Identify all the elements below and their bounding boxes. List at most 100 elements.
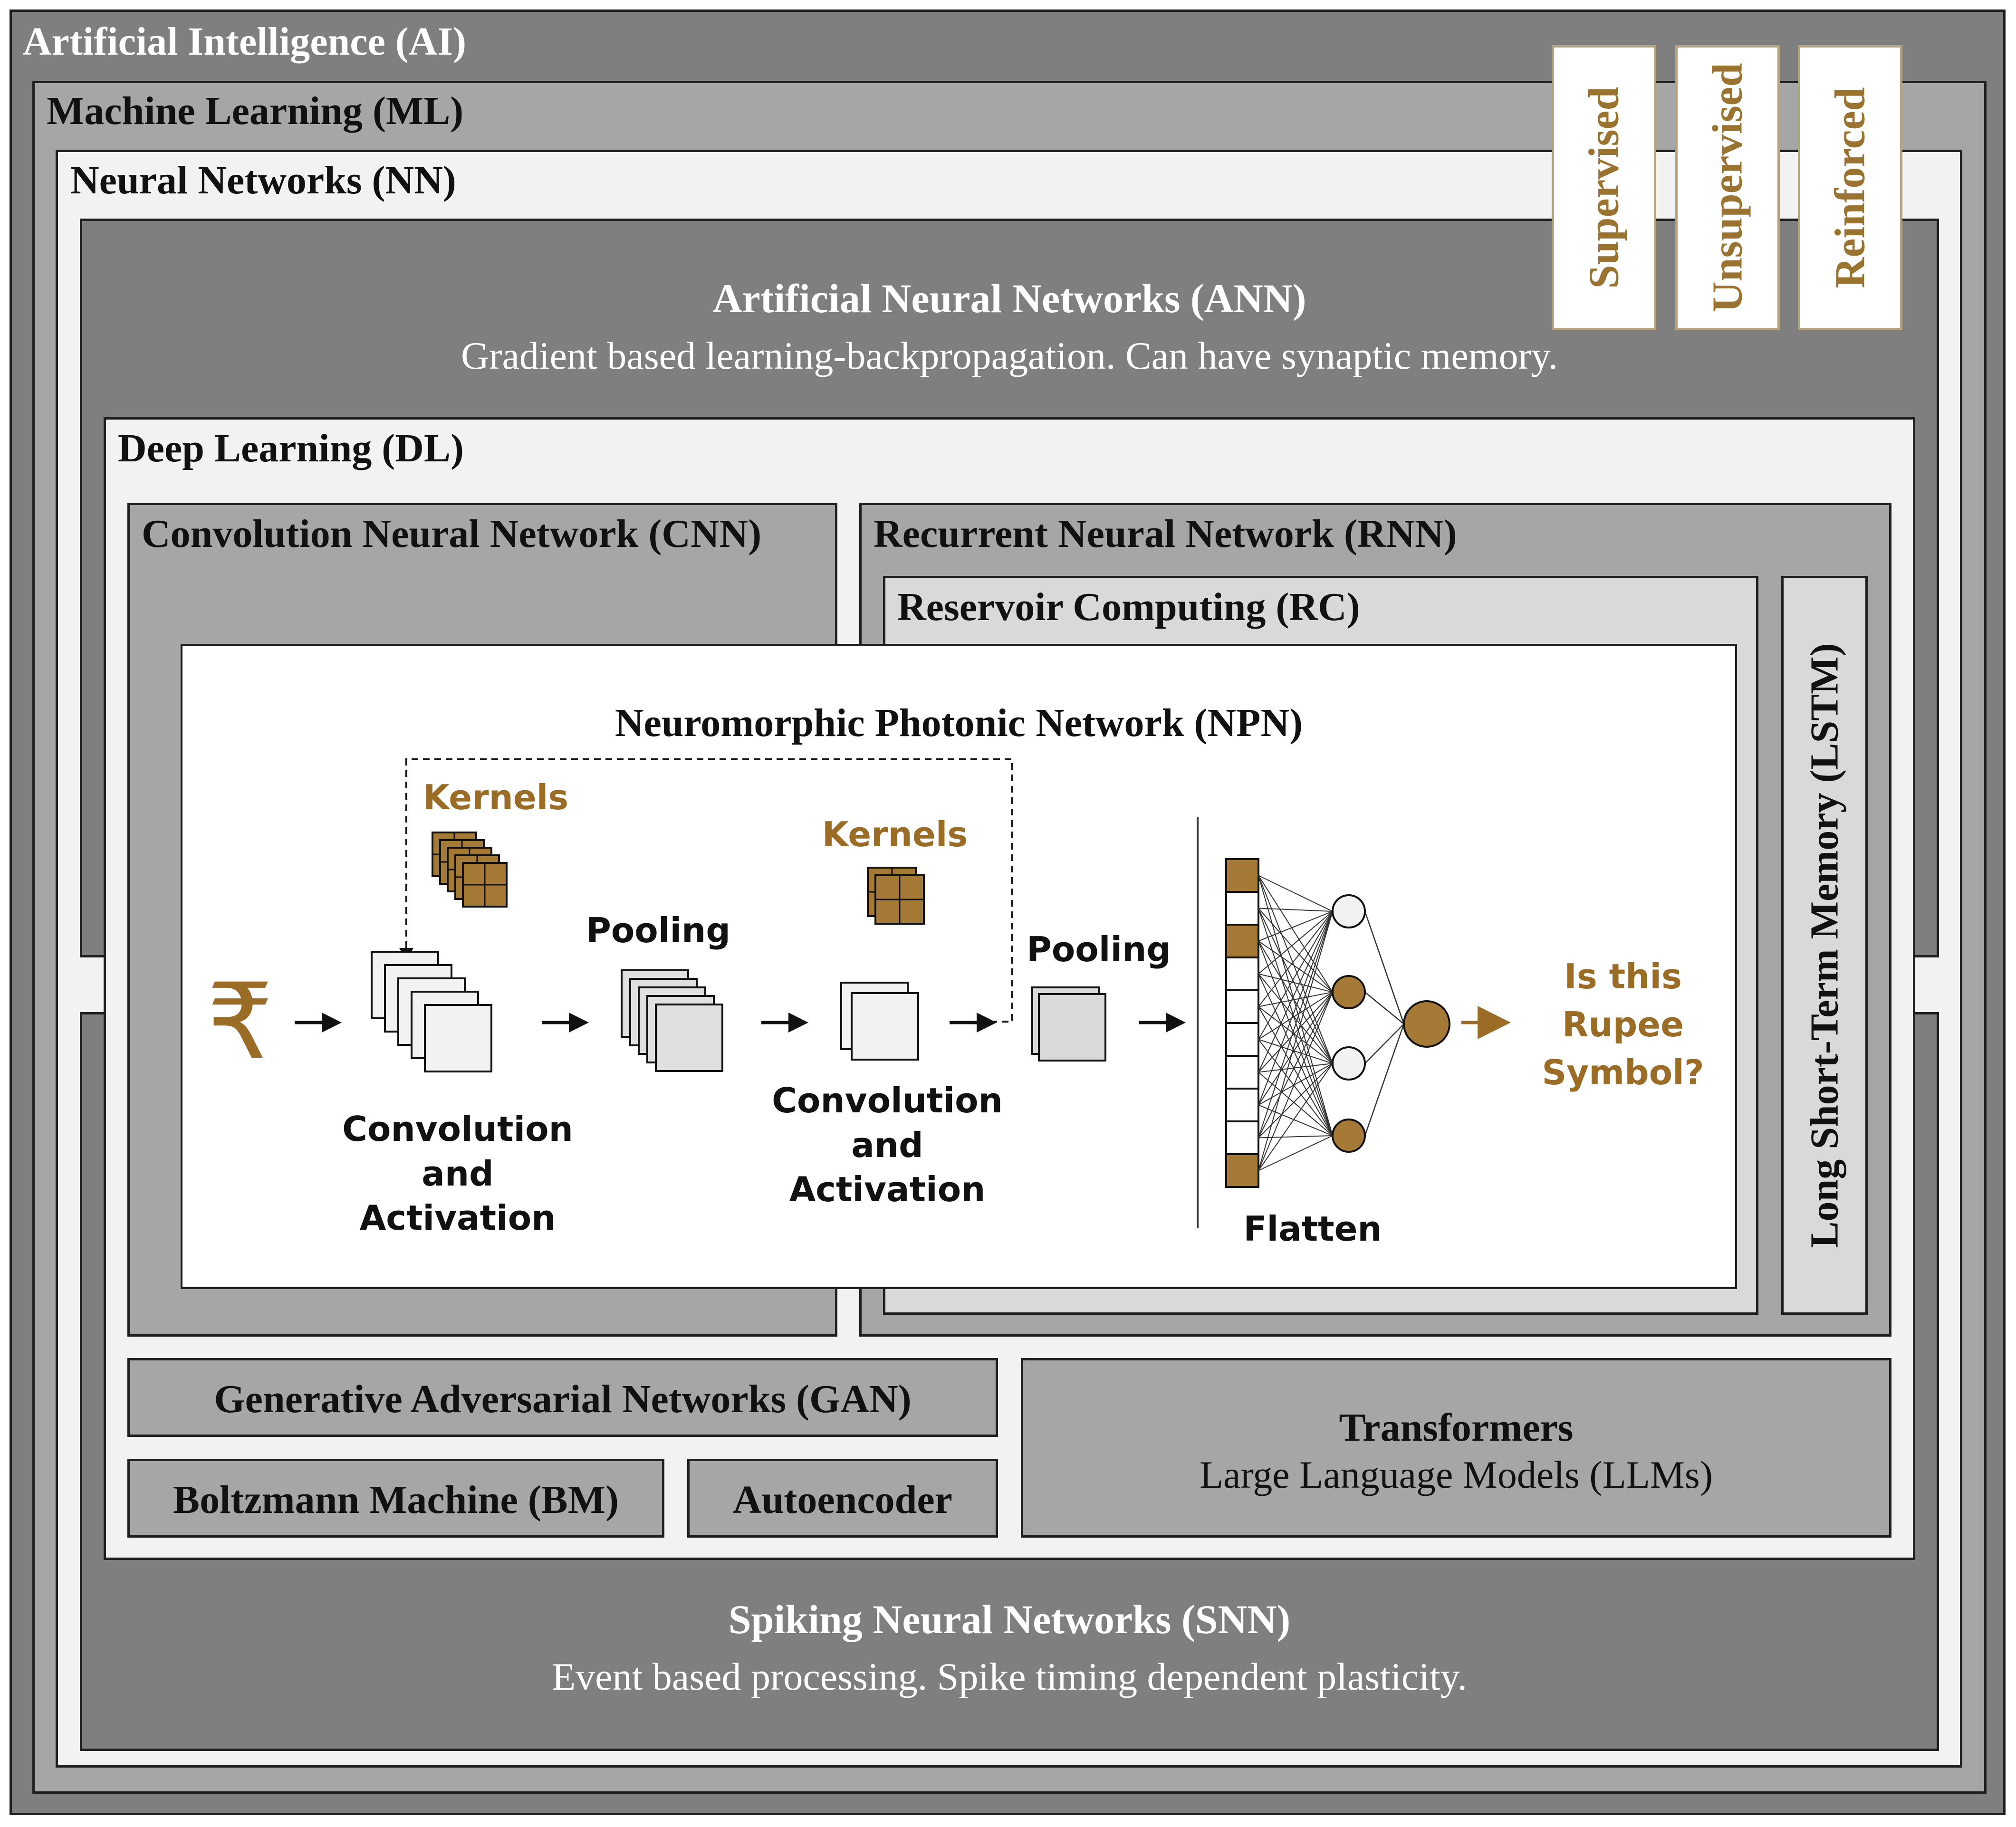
rnn-title: Recurrent Neural Network (RNN) <box>874 512 1457 556</box>
fc-edge <box>1258 908 1333 993</box>
flatten-cell <box>1225 1120 1259 1155</box>
hidden-node <box>1332 894 1366 928</box>
flatten-cell <box>1225 1153 1259 1188</box>
nn-title: Neural Networks (NN) <box>70 158 456 202</box>
hidden-node <box>1332 1119 1366 1153</box>
dl-title: Deep Learning (DL) <box>118 426 464 470</box>
conv2-label-line2: and <box>851 1125 923 1165</box>
fc-edge <box>1258 940 1333 993</box>
lstm-region: Long Short-Term Memory (LSTM) <box>1781 576 1868 1315</box>
conv1-label-line2: and <box>422 1153 494 1194</box>
fc-edge-out <box>1364 1024 1405 1136</box>
fc-edge <box>1258 875 1333 1136</box>
flatten-cell <box>1225 891 1259 926</box>
pooling-label-1: Pooling <box>586 910 730 950</box>
ml-title: Machine Learning (ML) <box>47 89 464 133</box>
conv1-feature-maps <box>371 951 492 1072</box>
conv2-label: Convolution and Activation <box>772 1079 1003 1212</box>
fc-edge <box>1258 911 1333 1040</box>
fc-edge-out <box>1364 992 1404 1024</box>
fc-edge <box>1258 1006 1333 1136</box>
fc-edge <box>1258 940 1333 1064</box>
fc-edge <box>1258 875 1333 1064</box>
fc-edge <box>1258 992 1333 1106</box>
fc-edge <box>1258 875 1333 912</box>
snn-title: Spiking Neural Networks (SNN) <box>728 1597 1291 1642</box>
fc-edge <box>1258 1071 1333 1136</box>
rc-title: Reservoir Computing (RC) <box>897 585 1360 629</box>
kernels-label-1: Kernels <box>422 777 569 817</box>
snn-subtitle: Event based processing. Spike timing dep… <box>552 1655 1467 1698</box>
fc-connections <box>1258 875 1405 1171</box>
cnn-title: Convolution Neural Network (CNN) <box>142 512 762 556</box>
conv2-feature-maps <box>840 982 919 1061</box>
fc-edge <box>1258 1104 1333 1136</box>
conv2-label-line3: Activation <box>789 1169 986 1210</box>
gan-box: Generative Adversarial Networks (GAN) <box>127 1358 998 1437</box>
tab-unsupervised: Unsupervised <box>1675 45 1780 330</box>
flatten-cell <box>1225 957 1259 991</box>
rupee-input-icon: ₹ <box>207 961 273 1082</box>
output-question: Is this Rupee Symbol? <box>1542 953 1704 1096</box>
fc-edge <box>1258 911 1333 1171</box>
pool1-map <box>655 1004 723 1072</box>
autoencoder-box: Autoencoder <box>687 1459 998 1538</box>
fc-nodes <box>1332 894 1450 1153</box>
fc-edge <box>1258 1063 1333 1106</box>
fc-edge <box>1258 911 1333 1007</box>
kernels-stack-1 <box>432 832 508 908</box>
transformers-subtitle: Large Language Models (LLMs) <box>1199 1453 1713 1496</box>
autoencoder-title: Autoencoder <box>733 1478 952 1522</box>
flatten-cell <box>1225 989 1259 1024</box>
fc-edge <box>1258 908 1333 912</box>
flatten-label: Flatten <box>1243 1209 1382 1249</box>
fc-edge <box>1258 1063 1333 1073</box>
flatten-cell <box>1225 1088 1259 1122</box>
bm-title: Boltzmann Machine (BM) <box>173 1478 619 1522</box>
kernels-stack-2 <box>867 867 925 925</box>
output-line1: Is this <box>1564 957 1682 996</box>
fc-edge <box>1258 908 1333 1136</box>
fc-edge <box>1258 973 1333 1064</box>
fc-edge <box>1258 875 1333 993</box>
pool1-feature-maps <box>621 969 723 1072</box>
ai-title: Artificial Intelligence (AI) <box>23 19 467 64</box>
conv1-label: Convolution and Activation <box>342 1107 573 1241</box>
conv2-label-line1: Convolution <box>772 1081 1003 1120</box>
fc-edge <box>1258 1063 1333 1138</box>
flatten-column <box>1225 858 1259 1188</box>
fc-edge <box>1258 992 1333 1040</box>
output-line3: Symbol? <box>1542 1052 1704 1092</box>
flatten-cell <box>1225 1055 1259 1090</box>
flatten-cell <box>1225 1022 1259 1057</box>
fc-edge-out <box>1364 911 1405 1024</box>
flatten-cell <box>1225 924 1259 958</box>
fc-edge <box>1258 1039 1333 1136</box>
fc-edge <box>1258 1135 1333 1171</box>
transformers-box: Transformers Large Language Models (LLMs… <box>1021 1358 1891 1538</box>
output-node <box>1403 1000 1450 1048</box>
fc-edge <box>1258 908 1333 1064</box>
fc-edge <box>1258 941 1333 1136</box>
bm-box: Boltzmann Machine (BM) <box>127 1459 664 1538</box>
ann-title: Artificial Neural Networks (ANN) <box>712 276 1306 321</box>
fc-edge <box>1258 1006 1333 1064</box>
transformers-title: Transformers <box>1339 1406 1574 1450</box>
conv1-label-line1: Convolution <box>342 1109 573 1149</box>
fc-edge <box>1258 992 1333 1138</box>
fc-edge <box>1258 973 1333 993</box>
fc-edge <box>1258 911 1333 1072</box>
gan-title: Generative Adversarial Networks (GAN) <box>214 1377 912 1421</box>
conv1-label-line3: Activation <box>359 1198 556 1238</box>
fc-edge <box>1258 992 1333 1171</box>
tab-reinforced: Reinforced <box>1798 45 1902 330</box>
fc-edge-out <box>1364 1024 1404 1064</box>
kernels-label-2: Kernels <box>822 814 968 854</box>
fc-edge <box>1258 992 1333 1073</box>
output-line2: Rupee <box>1562 1004 1684 1044</box>
fc-edge <box>1258 911 1333 1138</box>
pool2-feature-maps <box>1031 986 1106 1062</box>
fc-edge <box>1258 1135 1333 1138</box>
tab-supervised: Supervised <box>1552 45 1656 330</box>
